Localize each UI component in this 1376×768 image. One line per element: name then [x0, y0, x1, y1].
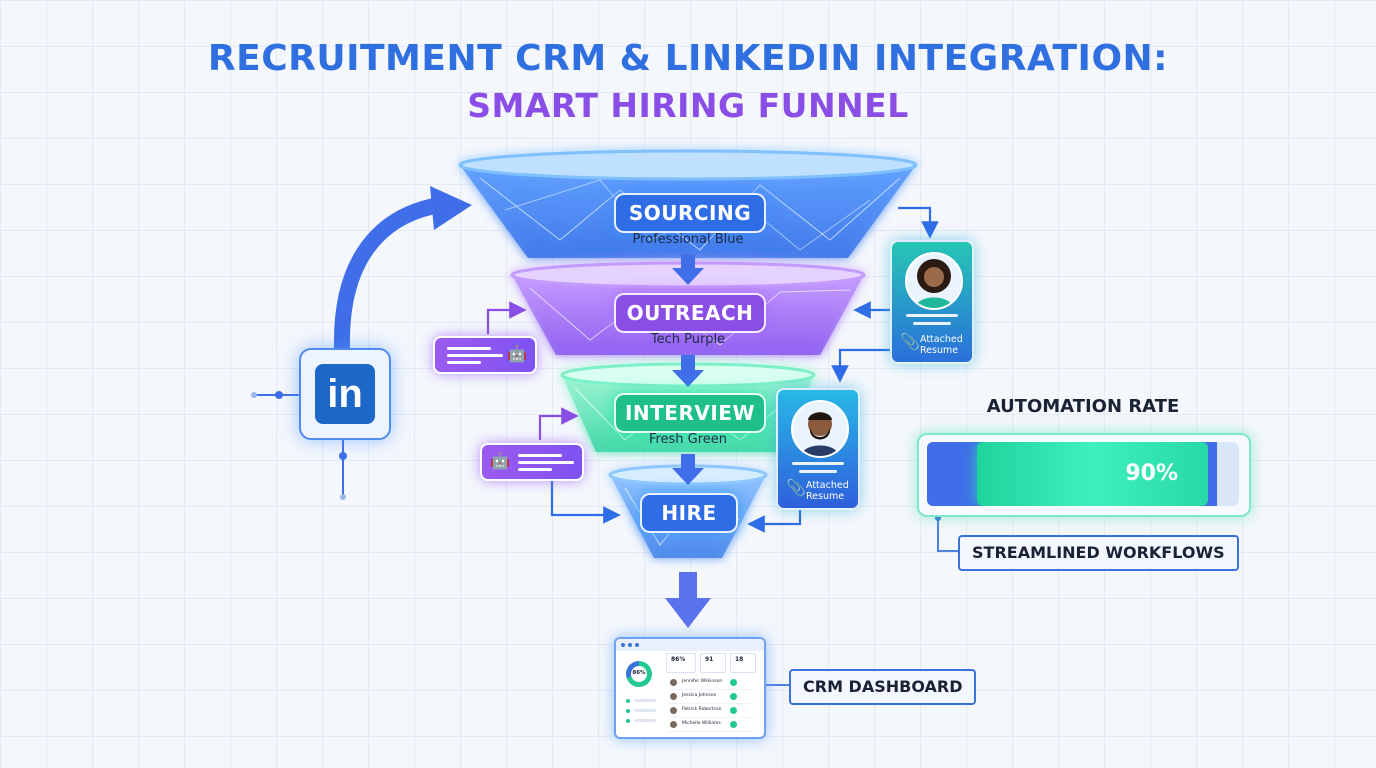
avatar: [905, 252, 963, 310]
chat-line: [447, 347, 491, 350]
gauge-fill: 90%: [927, 442, 1208, 506]
streamlined-workflows-tag: STREAMLINED WORKFLOWS: [958, 535, 1239, 571]
table-row: Jessica Johnson: [668, 691, 754, 704]
linkedin-card[interactable]: in: [299, 348, 391, 440]
paperclip-icon: 📎: [786, 478, 806, 497]
chat-connectors: [486, 301, 621, 524]
flow-arrows-down: [665, 254, 711, 628]
stage-interview-sublabel: Fresh Green: [648, 432, 728, 447]
chat-bubble[interactable]: 🤖: [480, 443, 584, 481]
table-row: Michelle Williams: [668, 719, 754, 732]
linkedin-flow-arrow: [333, 197, 448, 356]
card-line: [799, 470, 837, 473]
stage-sourcing-sublabel: Professional Blue: [632, 232, 744, 247]
stage-sourcing: SOURCING: [614, 193, 766, 233]
card-line: [913, 322, 951, 325]
chat-line: [518, 461, 574, 464]
dashboard-donut: [626, 661, 652, 687]
table-row: Jennifer Wilkinson: [668, 677, 754, 690]
gauge-track: 90%: [927, 442, 1239, 506]
chat-line: [518, 468, 552, 471]
dashboard-donut-label: 86%: [632, 670, 646, 676]
automation-connector: [937, 513, 958, 552]
robot-icon: 🤖: [507, 344, 527, 363]
card-line: [906, 314, 958, 317]
page-title: RECRUITMENT CRM & LINKEDIN INTEGRATION:: [207, 38, 1169, 79]
dashboard-stat: 86%: [666, 653, 696, 673]
chat-line: [447, 361, 481, 364]
card-line: [792, 462, 844, 465]
stage-hire: HIRE: [640, 493, 738, 533]
automation-rate-title: AUTOMATION RATE: [986, 396, 1180, 417]
chat-bubble[interactable]: 🤖: [433, 336, 537, 374]
crm-dashboard-thumbnail[interactable]: 86% 91 18 86% Jennifer Wilkinson Jessica…: [614, 637, 766, 739]
crm-dashboard-tag: CRM DASHBOARD: [789, 669, 977, 705]
paperclip-icon: 📎: [900, 332, 920, 351]
linkedin-connectors: [251, 391, 347, 500]
stage-interview: INTERVIEW: [614, 393, 766, 433]
dashboard-stat: 91: [700, 653, 726, 673]
automation-rate-gauge: 90%: [917, 433, 1251, 517]
linkedin-icon: in: [315, 364, 375, 424]
chat-line: [518, 454, 562, 457]
dashboard-topbar: [616, 639, 764, 651]
table-row: Patrick Robertson: [668, 705, 754, 718]
stage-outreach-sublabel: Tech Purple: [650, 332, 726, 347]
robot-icon: 🤖: [490, 451, 510, 470]
dashboard-stat: 18: [730, 653, 756, 673]
avatar: [791, 400, 849, 458]
page-subtitle: SMART HIRING FUNNEL: [467, 86, 909, 125]
chat-line: [447, 354, 503, 357]
stage-outreach: OUTREACH: [614, 293, 766, 333]
automation-rate-value: 90%: [1125, 461, 1178, 486]
card-connectors: [747, 206, 939, 533]
